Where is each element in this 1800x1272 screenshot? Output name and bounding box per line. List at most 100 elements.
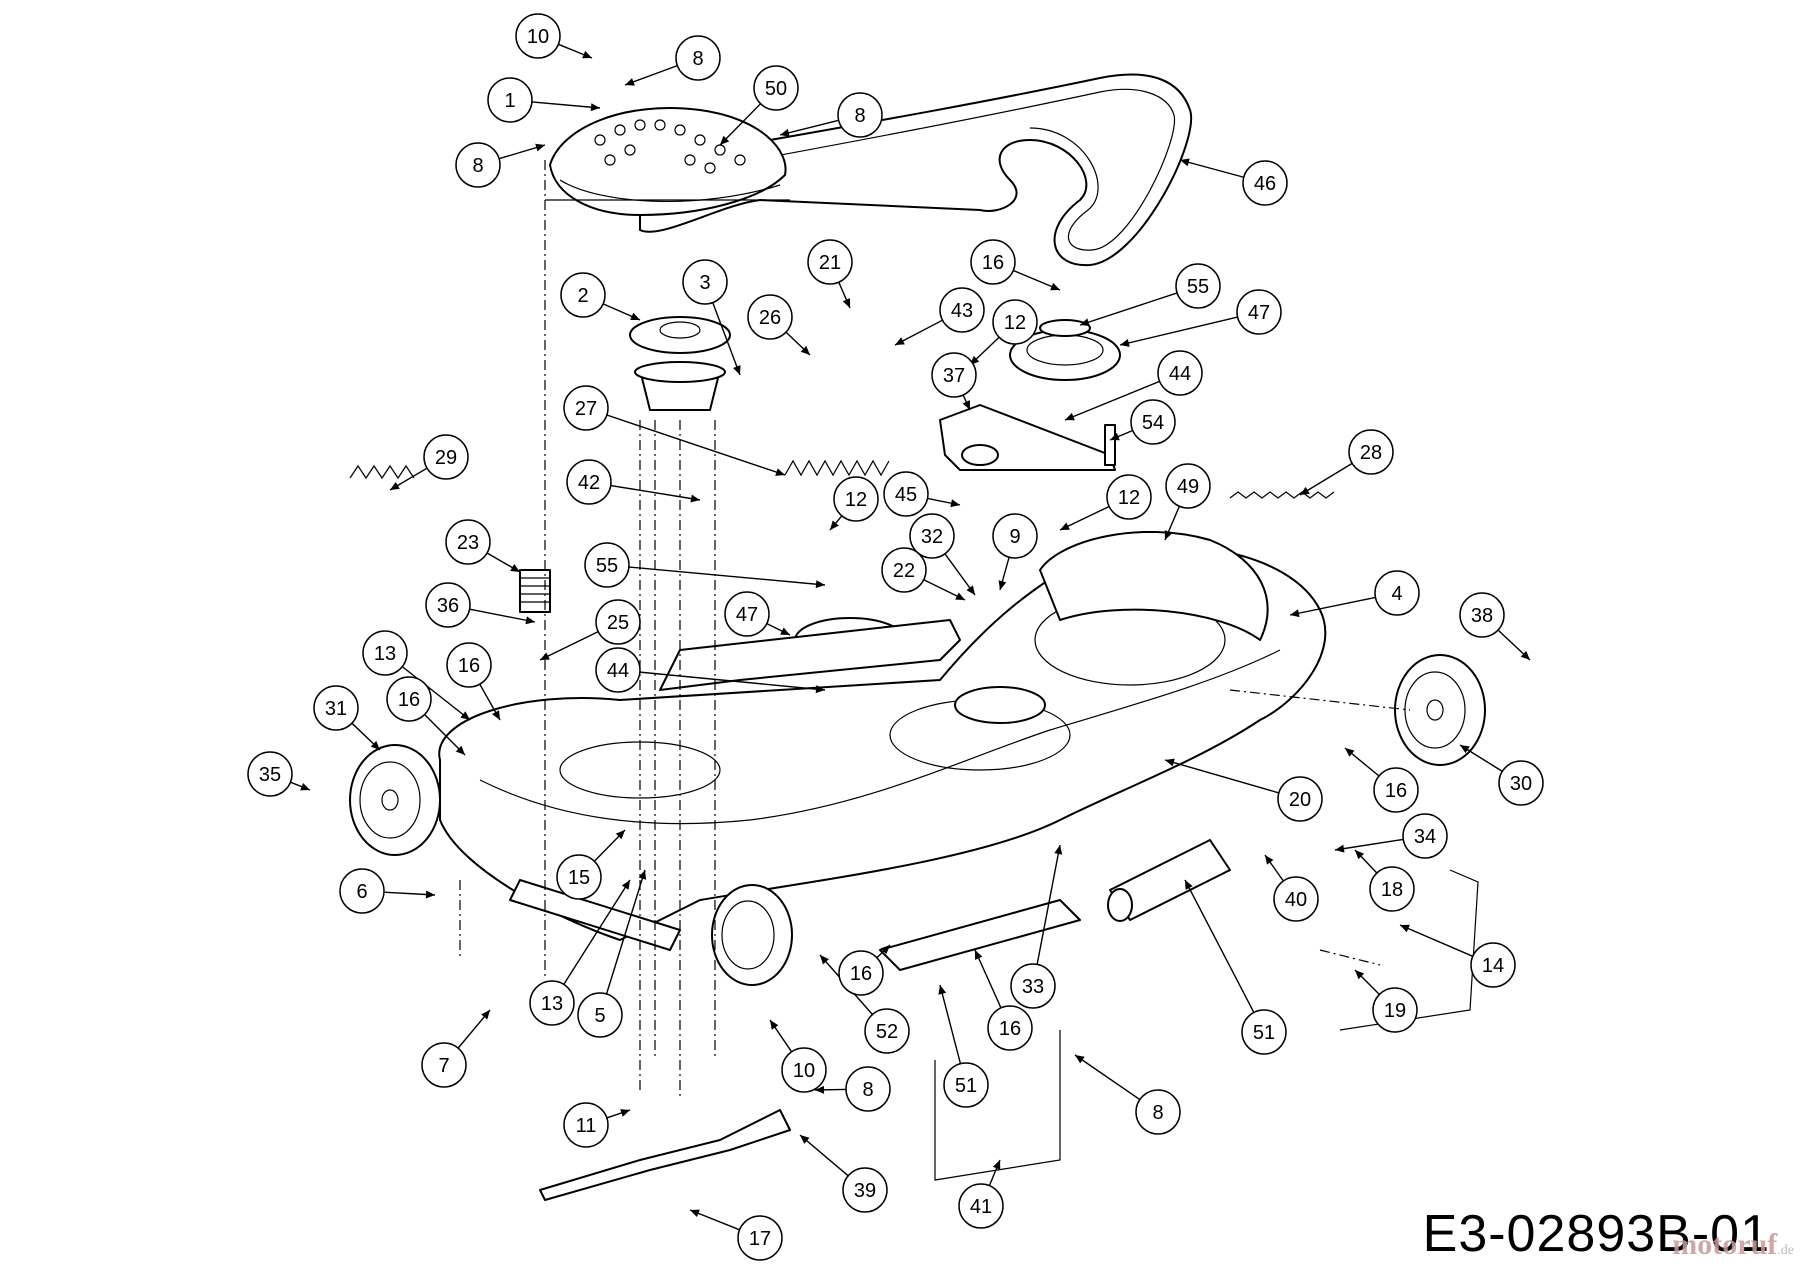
callout-bubble <box>845 1066 891 1112</box>
blade-part <box>539 1109 791 1201</box>
leader-arrowhead <box>460 711 470 720</box>
leader-arrowhead <box>582 50 592 59</box>
callout-30: 30 <box>1498 760 1544 806</box>
callout-number: 11 <box>576 1115 597 1137</box>
leader-arrowhead <box>590 103 600 112</box>
callout-number: 50 <box>765 78 787 100</box>
leader-arrowhead <box>1345 748 1355 757</box>
callout-29: 29 <box>423 434 469 480</box>
leader-arrowhead <box>1460 745 1470 754</box>
leader-line <box>1036 844 1061 965</box>
callout-number: 4 <box>1391 583 1402 605</box>
callout-43: 43 <box>939 287 985 333</box>
callout-number: 31 <box>325 698 347 720</box>
callout-number: 54 <box>1142 412 1164 434</box>
leader-line <box>1064 380 1160 421</box>
callout-39: 39 <box>842 1167 888 1213</box>
callout-51: 51 <box>1241 1009 1287 1055</box>
callout-42: 42 <box>566 459 612 505</box>
callout-bubble <box>423 434 469 480</box>
callout-8: 8 <box>675 35 721 81</box>
leader-arrowhead <box>300 782 310 791</box>
callout-bubble <box>931 352 977 398</box>
callout-number: 16 <box>458 655 480 677</box>
callout-number: 52 <box>876 1021 898 1043</box>
callout-number: 18 <box>1381 879 1403 901</box>
callout-number: 6 <box>356 881 367 903</box>
callout-37: 37 <box>931 352 977 398</box>
callout-number: 22 <box>893 560 915 582</box>
callout-bubble <box>881 547 927 593</box>
callout-bubble <box>339 868 385 914</box>
leader-arrowhead <box>540 652 550 660</box>
leader-line <box>539 631 599 661</box>
watermark-suffix: .de <box>1777 1243 1794 1258</box>
callout-number: 49 <box>1177 476 1199 498</box>
leader-arrowhead <box>525 616 535 625</box>
callout-number: 47 <box>1248 302 1270 324</box>
callout-bubble <box>753 65 799 111</box>
callout-bubble <box>1236 289 1282 335</box>
callout-number: 16 <box>1385 780 1407 802</box>
callout-31: 31 <box>313 685 359 731</box>
leader-arrowhead <box>625 78 635 86</box>
callout-49: 49 <box>1165 463 1211 509</box>
leader-arrowhead <box>998 580 1007 590</box>
callout-number: 37 <box>943 365 965 387</box>
callout-number: 33 <box>1022 976 1044 998</box>
callout-number: 13 <box>374 643 396 665</box>
leader-arrowhead <box>1165 758 1175 767</box>
leader-arrowhead <box>1265 855 1274 865</box>
leader-arrowhead <box>1180 158 1190 167</box>
callout-bubble <box>1373 767 1419 813</box>
callout-bubble <box>970 239 1016 285</box>
callout-number: 20 <box>1289 789 1311 811</box>
callout-bubble <box>446 642 492 688</box>
callout-1: 1 <box>487 77 533 123</box>
callout-33: 33 <box>1010 963 1056 1009</box>
wheel-31-part <box>349 744 441 856</box>
leader-arrowhead <box>820 955 829 965</box>
callout-number: 51 <box>1253 1022 1275 1044</box>
callout-bubble <box>566 459 612 505</box>
callout-bubble <box>833 476 879 522</box>
leader-line <box>628 566 826 586</box>
leader-line <box>401 666 471 721</box>
callout-55: 55 <box>584 542 630 588</box>
callout-12: 12 <box>1106 474 1152 520</box>
callout-number: 9 <box>1009 526 1020 548</box>
callout-bubble <box>838 950 884 996</box>
leader-arrowhead <box>720 135 730 145</box>
callout-number: 51 <box>955 1075 977 1097</box>
watermark: motoruf.de <box>1672 1228 1794 1262</box>
callout-bubble <box>781 1047 827 1093</box>
callout-number: 29 <box>435 447 457 469</box>
callout-51: 51 <box>943 1062 989 1108</box>
callout-number: 32 <box>921 526 943 548</box>
callout-bubble <box>842 1167 888 1213</box>
leader-arrowhead <box>992 1160 1001 1170</box>
callout-47: 47 <box>724 591 770 637</box>
callout-number: 28 <box>1360 442 1382 464</box>
callout-bubble <box>807 239 853 285</box>
callout-bubble <box>987 1005 1033 1051</box>
leader-arrowhead <box>1060 522 1070 530</box>
callout-bubble <box>675 35 721 81</box>
callout-18: 18 <box>1369 866 1415 912</box>
callout-bubble <box>1175 263 1221 309</box>
diagram-code: E3-02893B-01 <box>1422 1205 1770 1263</box>
callout-22: 22 <box>881 547 927 593</box>
callout-number: 36 <box>437 595 459 617</box>
leader-arrowhead <box>390 481 400 490</box>
leader-arrowhead <box>800 1135 810 1144</box>
leader-arrowhead <box>1110 432 1120 441</box>
callout-number: 14 <box>1482 955 1504 977</box>
callout-bubble <box>455 142 501 188</box>
callout-number: 26 <box>759 307 781 329</box>
callout-44: 44 <box>1157 350 1203 396</box>
callout-number: 5 <box>594 1005 605 1027</box>
callout-16: 16 <box>446 642 492 688</box>
callout-number: 43 <box>951 300 973 322</box>
leader-arrowhead <box>966 585 975 595</box>
leader-line <box>719 103 762 146</box>
